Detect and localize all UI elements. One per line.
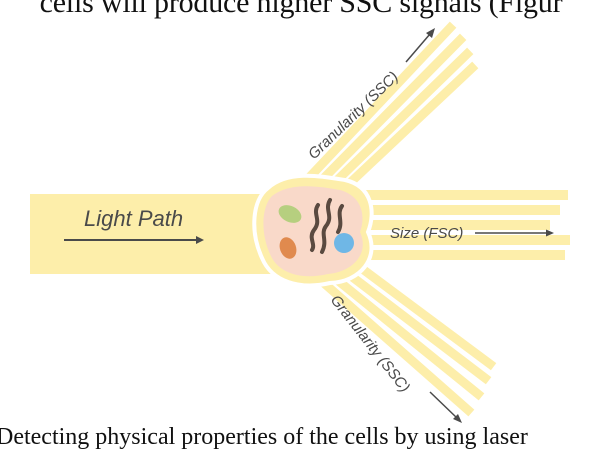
granule-squiggles — [309, 198, 344, 254]
side-scatter-beams-upper — [298, 21, 479, 204]
light-path-label: Light Path — [84, 206, 183, 231]
ssc-lower-arrowhead — [453, 414, 462, 423]
orange-organelle — [279, 237, 297, 259]
ssc-lower-arrow-line — [429, 391, 458, 419]
blue-organelle — [334, 233, 354, 253]
fsc-arrowhead — [546, 229, 554, 237]
light-path-beam — [30, 194, 285, 274]
size-fsc-label: Size (FSC) — [390, 225, 463, 242]
figure-caption: Detecting physical properties of the cel… — [0, 424, 528, 450]
forward-scatter-beams — [360, 190, 570, 260]
ssc-upper-arrow-line — [405, 33, 431, 63]
side-scatter-beams-lower — [293, 249, 497, 417]
green-organelle — [278, 205, 302, 223]
cell — [252, 173, 374, 288]
ssc-upper-arrowhead — [426, 28, 435, 38]
header-text: cells will produce higher SSC signals (F… — [39, 0, 563, 19]
light-path-arrowhead — [196, 236, 204, 244]
